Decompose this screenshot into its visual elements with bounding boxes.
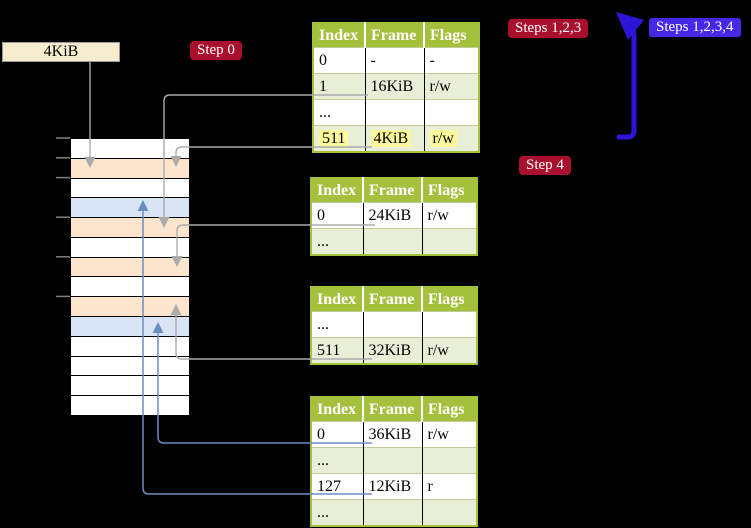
- table-cell: [363, 447, 423, 474]
- steps-123-badge: Steps 1,2,3: [508, 19, 589, 38]
- table-row: ...: [311, 228, 477, 255]
- table-cell: -: [424, 47, 479, 74]
- column-header-index: Index: [311, 397, 364, 422]
- memory-row-6-white: [71, 237, 189, 258]
- column-header-index: Index: [313, 23, 366, 48]
- arrowhead-up-left-icon: [616, 12, 644, 40]
- table-cell: [422, 228, 477, 255]
- column-header-flags: Flags: [424, 23, 479, 48]
- table-cell: 1: [313, 73, 366, 100]
- column-header-flags: Flags: [422, 287, 477, 312]
- table-cell: [363, 228, 423, 255]
- page-size-label: 4KiB: [2, 42, 120, 62]
- memory-row-8-white: [71, 277, 189, 298]
- memory-row-9-peach: [71, 297, 189, 318]
- highlighted-value: 4KiB: [370, 129, 412, 147]
- step0-badge: Step 0: [190, 41, 242, 60]
- memory-row-4-blue: [71, 198, 189, 219]
- table-cell: 511: [313, 125, 366, 152]
- table-cell: 0: [311, 202, 364, 229]
- table-cell: ...: [311, 228, 364, 255]
- table-cell: 24KiB: [363, 202, 423, 229]
- column-header-frame: Frame: [363, 397, 423, 422]
- memory-row-11-white: [71, 336, 189, 357]
- memory-row-10-blue: [71, 317, 189, 337]
- table-row: 0--: [313, 47, 479, 74]
- table-row: ...: [311, 499, 477, 526]
- table-cell: r: [422, 473, 477, 500]
- memory-column: [70, 138, 190, 416]
- table-cell: 16KiB: [365, 73, 425, 100]
- highlighted-value: 511: [319, 129, 349, 147]
- steps-1234-badge: Steps 1,2,3,4: [649, 18, 741, 37]
- table-cell: [363, 499, 423, 526]
- step4-badge: Step 4: [519, 156, 571, 175]
- table-cell: [422, 499, 477, 526]
- memory-row-2-peach: [71, 158, 189, 179]
- table-cell: r/w: [422, 202, 477, 229]
- memory-row-5-peach: [71, 218, 189, 238]
- table-row: ...: [313, 99, 479, 126]
- memory-row-3-white: [71, 178, 189, 199]
- memory-row-1-white: [71, 139, 189, 159]
- memory-row-14-white: [71, 396, 189, 415]
- table-cell: 36KiB: [363, 421, 423, 448]
- table-cell: 127: [311, 473, 364, 500]
- table-cell: 12KiB: [363, 473, 423, 500]
- memory-tick-marks: [56, 137, 70, 298]
- table-cell: 4KiB: [365, 125, 425, 152]
- column-header-frame: Frame: [363, 287, 423, 312]
- table-cell: [422, 311, 477, 338]
- memory-row-7-peach: [71, 257, 189, 278]
- table-cell: [422, 447, 477, 474]
- table-cell: [365, 99, 425, 126]
- table-cell: 32KiB: [363, 337, 423, 364]
- memory-row-13-white: [71, 376, 189, 397]
- table-cell: [424, 99, 479, 126]
- table-row: ...: [311, 447, 477, 474]
- table-cell: [363, 311, 423, 338]
- table-cell: r/w: [424, 125, 479, 152]
- table-cell: r/w: [424, 73, 479, 100]
- column-header-flags: Flags: [422, 397, 477, 422]
- column-header-frame: Frame: [365, 23, 425, 48]
- column-header-frame: Frame: [363, 178, 423, 203]
- table-cell: 0: [311, 421, 364, 448]
- highlighted-value: r/w: [429, 129, 457, 147]
- table-cell: -: [365, 47, 425, 74]
- table-cell: r/w: [422, 337, 477, 364]
- column-header-index: Index: [311, 287, 364, 312]
- table-row: 511 4KiB r/w: [313, 125, 479, 152]
- memory-row-12-white: [71, 356, 189, 377]
- repeat-steps-big-arrow: [616, 12, 644, 140]
- table-row: ...: [311, 311, 477, 338]
- table-cell: 511: [311, 337, 364, 364]
- column-header-flags: Flags: [422, 178, 477, 203]
- table-cell: 0: [313, 47, 366, 74]
- table-cell: r/w: [422, 421, 477, 448]
- table-cell: ...: [311, 499, 364, 526]
- column-header-index: Index: [311, 178, 364, 203]
- table-cell: ...: [311, 311, 364, 338]
- table-cell: ...: [311, 447, 364, 474]
- table-cell: ...: [313, 99, 366, 126]
